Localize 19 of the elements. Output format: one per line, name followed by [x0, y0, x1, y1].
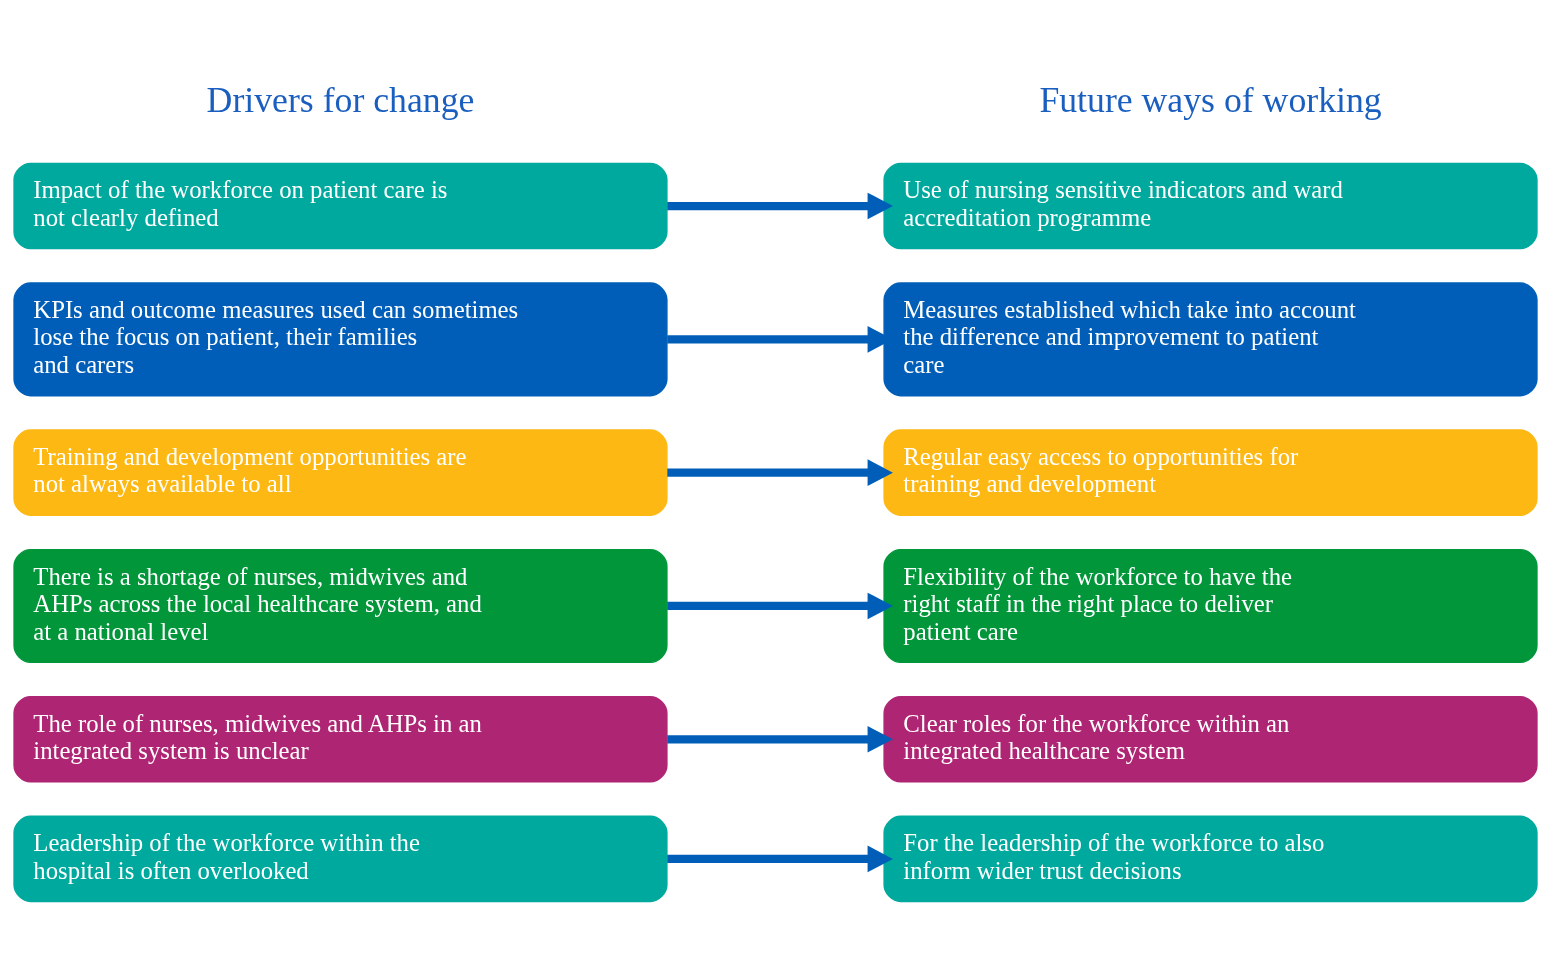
- arrow: [667, 459, 893, 486]
- node-box: Impact of the workforce on patient care is not clearly defined: [13, 162, 668, 250]
- node-box: For the leadership of the workforce to also inform wider trust decisions: [883, 815, 1538, 903]
- node-box: Clear roles for the workforce within an integrated healthcare system: [883, 696, 1538, 783]
- node-box: There is a shortage of nurses, midwives and AHPs across the local healthcare system, and at a national level: [13, 548, 668, 664]
- node-box: Use of nursing sensitive indicators and ward accreditation programme: [883, 162, 1538, 250]
- node-box: Training and development opportunities are not always available to all: [13, 429, 668, 516]
- arrow: [667, 845, 893, 873]
- arrow: [667, 592, 893, 620]
- arrow: [667, 726, 893, 753]
- node-box: KPIs and outcome measures used can sometimes lose the focus on patient, their families and carers: [13, 282, 668, 397]
- label: Drivers for change: [206, 79, 475, 120]
- node-box: The role of nurses, midwives and AHPs in an integrated system is unclear: [13, 696, 668, 783]
- arrow: [667, 192, 893, 220]
- node-box: Regular easy access to opportunities for training and development: [883, 429, 1538, 516]
- node-box: Flexibility of the workforce to have the right staff in the right place to deliver patient care: [883, 548, 1538, 664]
- label: Future ways of working: [1039, 79, 1382, 120]
- node-box: Measures established which take into account the difference and improvement to patient care: [883, 282, 1538, 397]
- node-box: Leadership of the workforce within the hospital is often overlooked: [13, 815, 668, 903]
